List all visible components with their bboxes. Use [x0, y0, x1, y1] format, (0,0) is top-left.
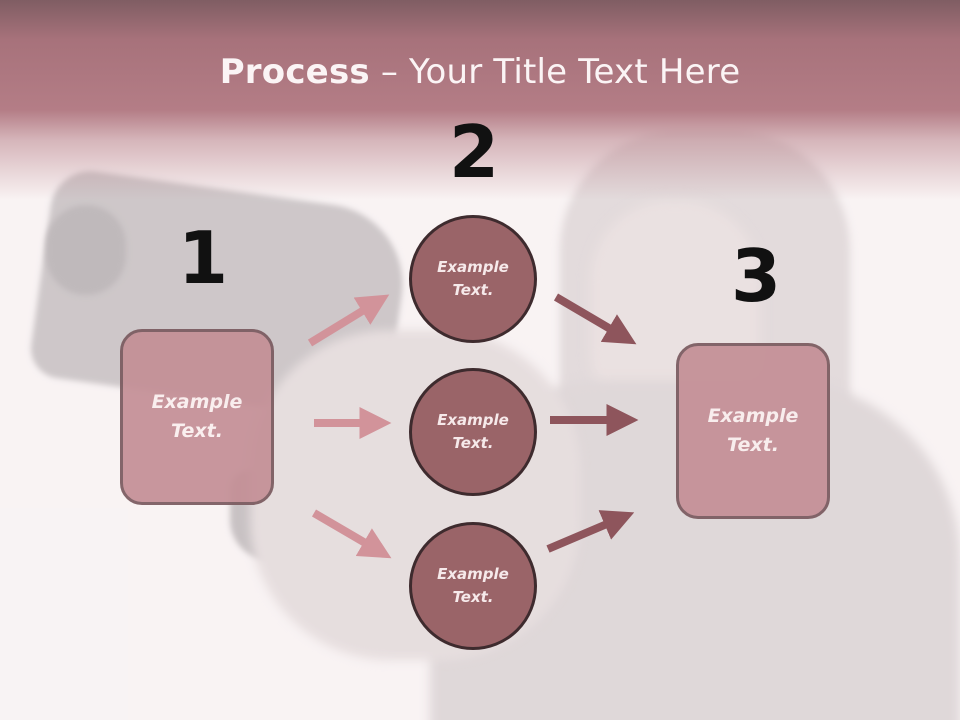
step-circle-middle-line1: Example — [437, 411, 509, 429]
step-circle-top-line1: Example — [437, 258, 509, 276]
title-band — [0, 0, 960, 200]
title-rest: – Your Title Text Here — [369, 52, 741, 92]
step-number-3: 3 — [731, 234, 782, 318]
arrow-left-to-bottom — [311, 509, 392, 559]
step-box-right-line2: Text. — [727, 434, 779, 456]
step-circle-bottom-line1: Example — [437, 565, 509, 583]
step-circle-bottom-line2: Text. — [452, 588, 494, 606]
step-number-2: 2 — [449, 110, 500, 194]
background-barrel-shape — [46, 205, 126, 295]
title-bold: Process — [219, 52, 370, 92]
arrow-left-to-top — [307, 294, 390, 347]
step-number-1: 1 — [178, 216, 229, 300]
step-box-left-line2: Text. — [171, 420, 223, 442]
arrow-bottom-to-right — [546, 510, 635, 553]
step-box-left-line1: Example — [151, 391, 243, 413]
step-circle-top-line2: Text. — [452, 281, 494, 299]
step-box-right-line1: Example — [707, 405, 799, 427]
slide-title: Process – Your Title Text Here — [0, 52, 960, 92]
step-circle-middle-line2: Text. — [452, 434, 494, 452]
arrow-top-to-right — [553, 293, 637, 345]
